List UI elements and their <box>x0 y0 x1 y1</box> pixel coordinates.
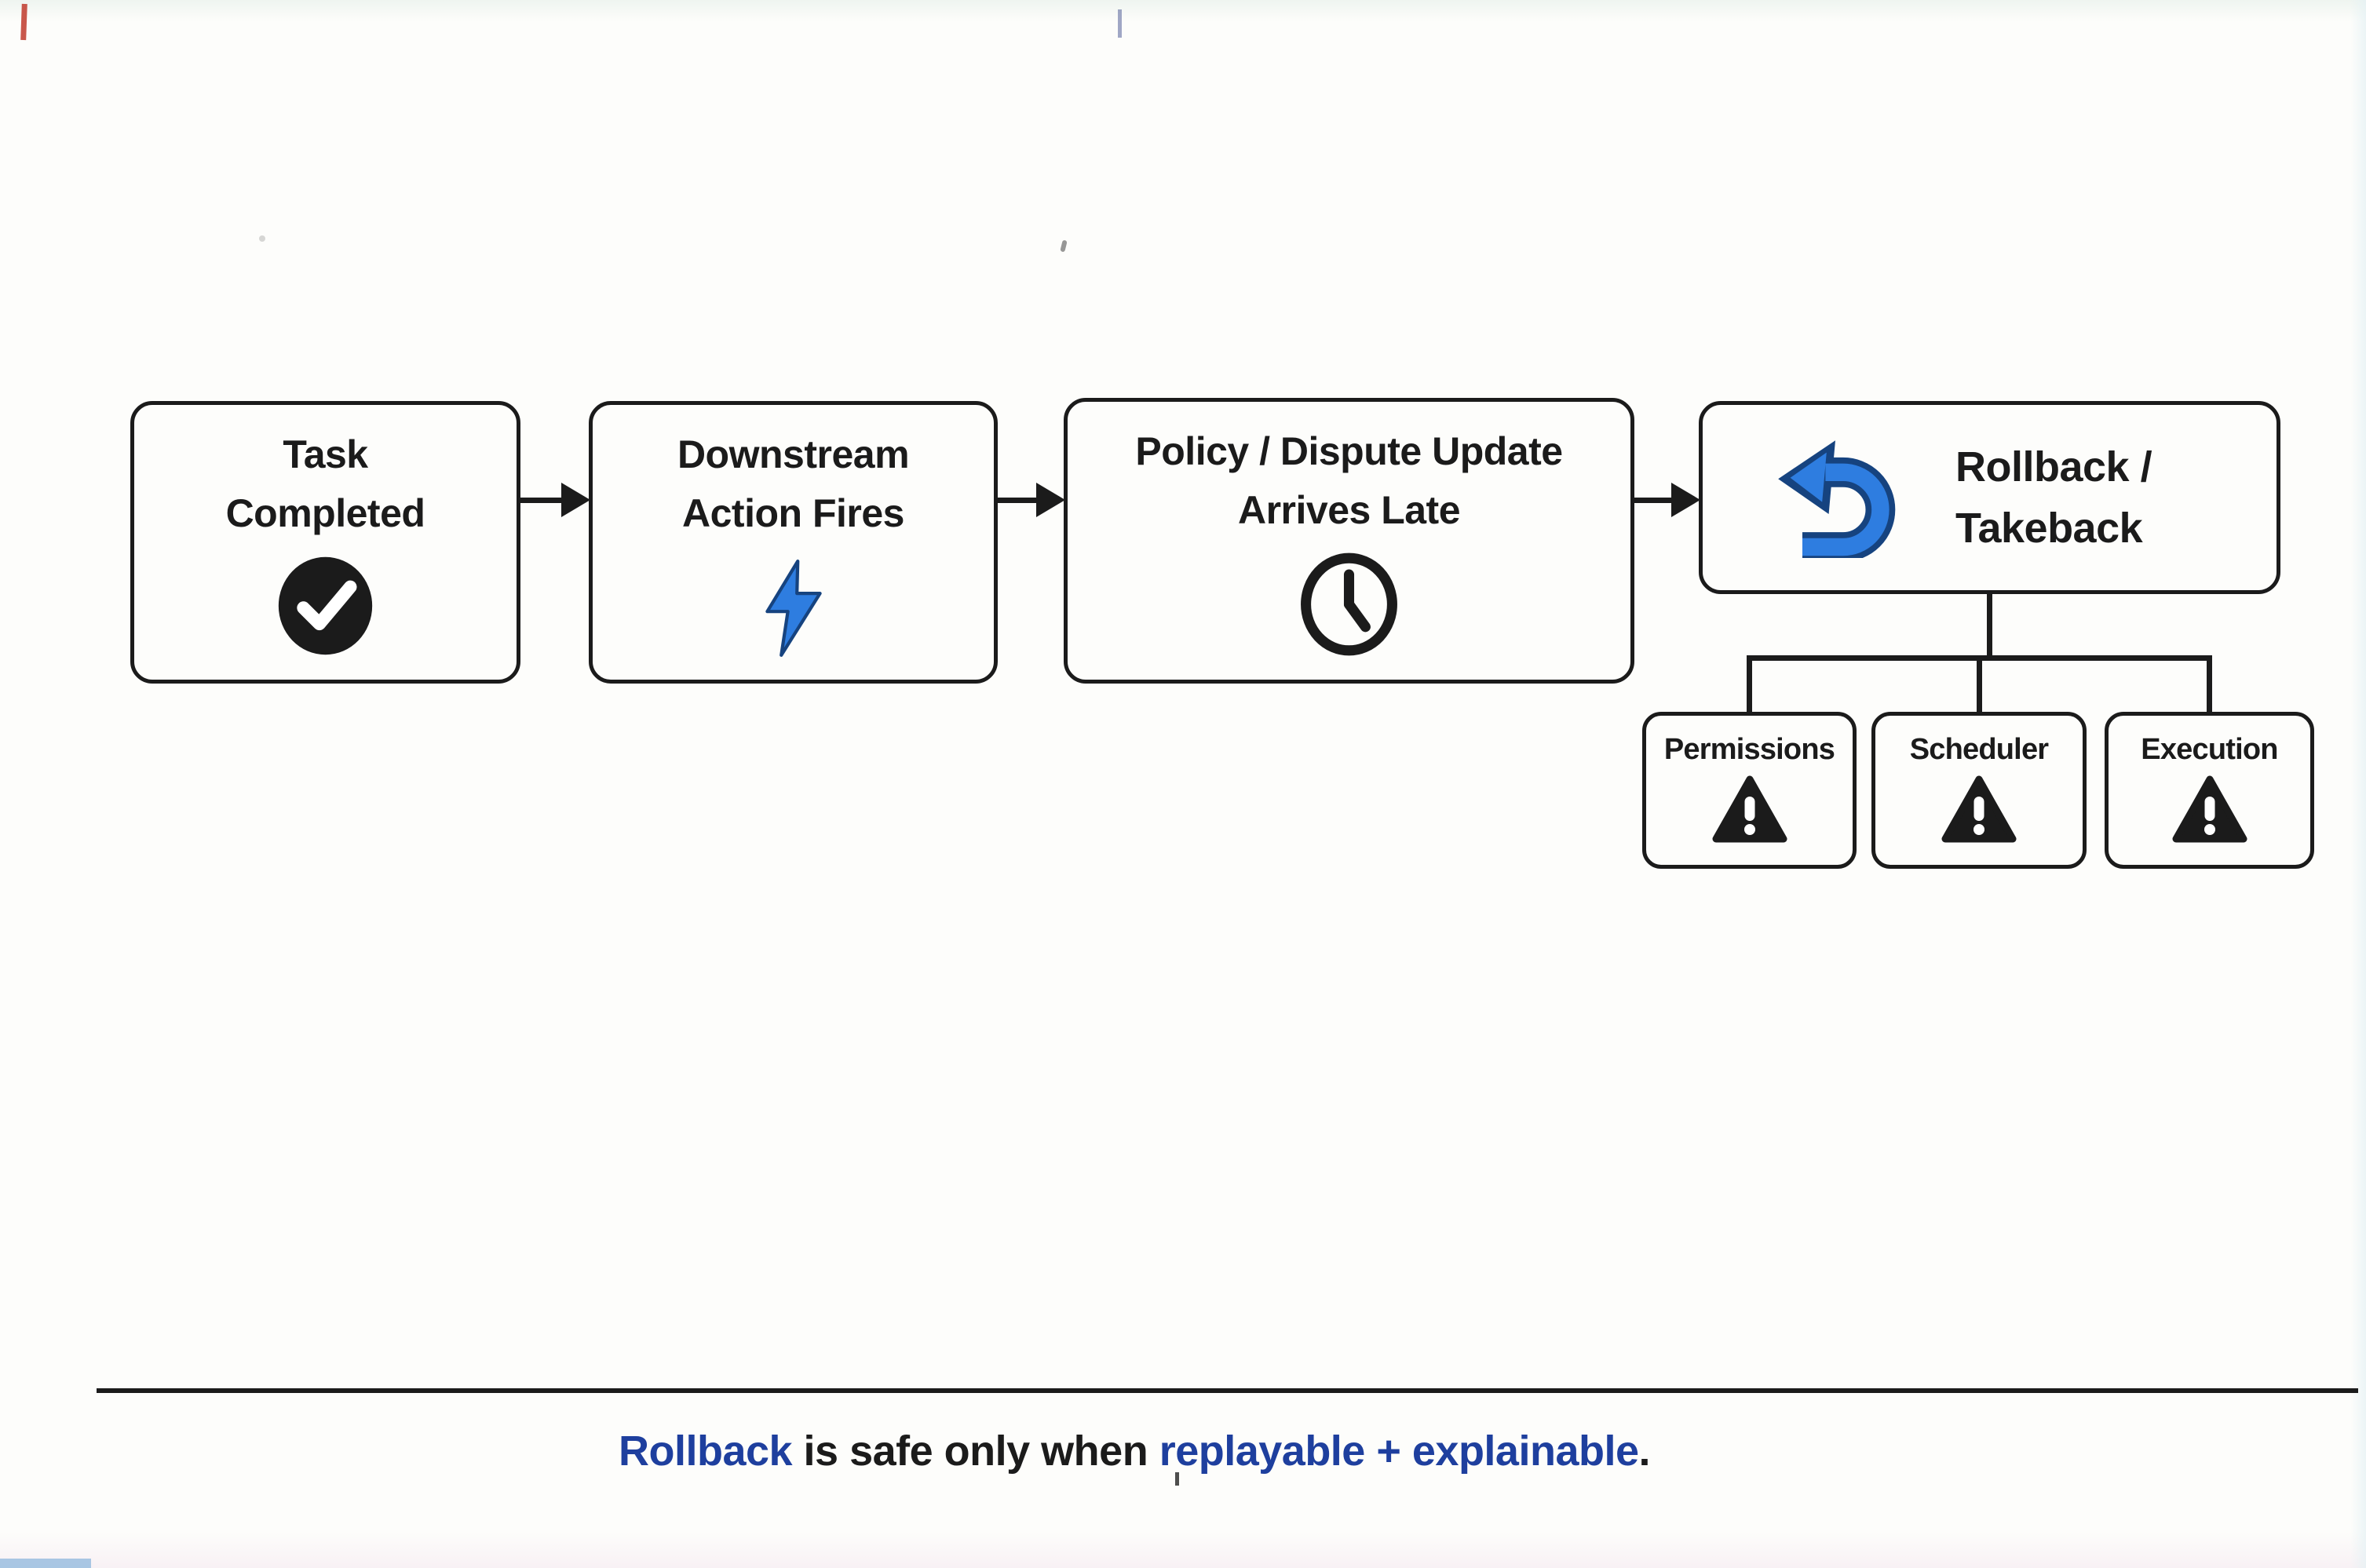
scan-artifact <box>0 1559 91 1568</box>
box-label: Policy / Dispute Update Arrives Late <box>1135 422 1563 540</box>
box-label-line: Arrives Late <box>1237 488 1461 532</box>
box-label-line: Downstream <box>677 432 910 476</box>
caption-plain: is safe only when <box>792 1428 1159 1475</box>
box-label-line: Takeback <box>1955 505 2143 552</box>
connector-line <box>1747 655 1752 713</box>
scan-artifact <box>1060 239 1068 253</box>
flow-box-rollback-takeback: Rollback / Takeback <box>1699 401 2280 594</box>
scan-artifact <box>1175 1472 1179 1486</box>
scan-tint-right <box>2350 0 2366 1568</box>
clock-icon <box>1301 552 1397 656</box>
footer-divider <box>97 1388 2358 1393</box>
box-label: Rollback / Takeback <box>1955 436 2152 560</box>
scan-artifact <box>20 3 27 41</box>
warning-triangle-icon <box>1712 775 1787 843</box>
arrow-shaft <box>1634 497 1674 503</box>
arrow-shaft <box>520 497 564 503</box>
box-label-line: Policy / Dispute Update <box>1135 429 1563 473</box>
scan-artifact <box>259 235 265 242</box>
caption-plain: . <box>1638 1428 1651 1475</box>
warning-triangle-icon <box>1941 775 2017 843</box>
sub-box-label: Permissions <box>1663 733 1835 766</box>
sub-box-permissions: Permissions <box>1642 712 1857 869</box>
flow-box-policy-dispute-update: Policy / Dispute Update Arrives Late <box>1064 398 1634 684</box>
box-label-line: Completed <box>225 491 425 535</box>
arrow-shaft <box>998 497 1039 503</box>
connector-line <box>1987 594 1992 660</box>
flow-box-downstream-action: Downstream Action Fires <box>589 401 998 684</box>
sub-box-execution: Execution <box>2105 712 2314 869</box>
sub-box-label: Scheduler <box>1909 733 2049 766</box>
check-circle-icon <box>278 556 373 655</box>
arrow-head <box>1036 483 1065 517</box>
caption-highlight: Rollback <box>618 1428 793 1475</box>
box-label-line: Rollback / <box>1955 443 2152 490</box>
box-label: Downstream Action Fires <box>677 425 910 543</box>
arrow-head <box>561 483 590 517</box>
sub-box-label: Execution <box>2141 733 2278 766</box>
scan-artifact <box>1118 9 1122 38</box>
lightning-bolt-icon <box>765 560 822 657</box>
connector-line <box>2207 655 2212 713</box>
undo-arrow-icon <box>1778 440 1896 558</box>
arrow-head <box>1671 483 1700 517</box>
caption-text: Rollback is safe only when replayable + … <box>0 1427 2269 1475</box>
scan-tint-bottom <box>0 1532 2366 1568</box>
connector-line <box>1977 655 1982 713</box>
box-label: Task Completed <box>226 425 425 543</box>
caption-highlight: replayable + explainable <box>1159 1428 1639 1475</box>
warning-triangle-icon <box>2172 775 2247 843</box>
box-label-line: Action Fires <box>682 491 904 535</box>
sub-box-scheduler: Scheduler <box>1871 712 2087 869</box>
box-label-line: Task <box>283 432 368 476</box>
flow-box-task-completed: Task Completed <box>130 401 520 684</box>
scan-tint-top <box>0 0 2366 22</box>
